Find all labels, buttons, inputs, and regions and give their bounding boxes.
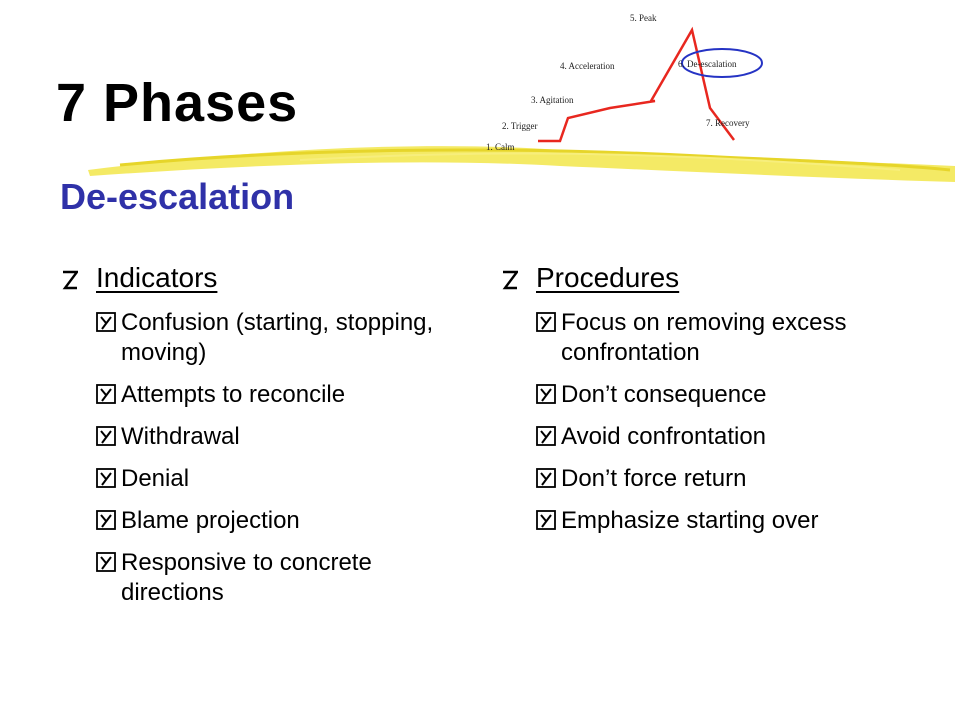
list-item: Blame projection [96,506,462,536]
y-checkbox-bullet-icon [536,464,561,488]
phase-curve [538,26,735,143]
list-item: Don’t consequence [536,380,922,410]
list-item: Responsive to concrete directions [96,548,462,608]
list-item: Denial [96,464,462,494]
phase-label-de-escalation: 6. De-escalation [678,59,737,69]
phase-label-calm: 1. Calm [486,142,515,152]
procedures-heading: Procedures [536,262,680,293]
yellow-brush-stroke [88,146,955,182]
z-bullet-icon [62,256,96,290]
y-checkbox-bullet-icon [96,422,121,446]
slide-title: 7 Phases [56,73,299,133]
y-checkbox-bullet-icon [96,506,121,530]
y-checkbox-bullet-icon [536,422,561,446]
phase-label-peak: 5. Peak [630,13,657,23]
list-item: Focus on removing excess confrontation [536,308,922,368]
y-checkbox-bullet-icon [96,548,121,572]
y-checkbox-bullet-icon [536,506,561,530]
phase-label-trigger: 2. Trigger [502,121,538,131]
y-checkbox-bullet-icon [536,380,561,404]
indicators-heading-row: Indicators [62,256,462,300]
procedures-column: Procedures Focus on removing excess conf… [502,256,922,548]
y-checkbox-bullet-icon [96,308,121,332]
list-item: Withdrawal [96,422,462,452]
list-item: Avoid confrontation [536,422,922,452]
slide-subtitle: De-escalation [60,176,295,217]
phase-label-agitation: 3. Agitation [531,95,574,105]
list-item: Don’t force return [536,464,922,494]
phase-label-recovery: 7. Recovery [706,118,750,128]
phases-diagram: 1. Calm 2. Trigger 3. Agitation 4. Accel… [486,13,763,152]
list-item: Emphasize starting over [536,506,922,536]
procedures-list: Focus on removing excess confrontation D… [536,308,922,536]
z-bullet-icon [502,256,536,290]
highlight-circle [681,48,763,78]
indicators-list: Confusion (starting, stopping, moving) A… [96,308,462,608]
indicators-heading: Indicators [96,262,218,293]
y-checkbox-bullet-icon [96,464,121,488]
list-item: Confusion (starting, stopping, moving) [96,308,462,368]
list-item: Attempts to reconcile [96,380,462,410]
indicators-column: Indicators Confusion (starting, stopping… [62,256,462,620]
y-checkbox-bullet-icon [96,380,121,404]
procedures-heading-row: Procedures [502,256,922,300]
y-checkbox-bullet-icon [536,308,561,332]
phase-label-acceleration: 4. Acceleration [560,61,615,71]
